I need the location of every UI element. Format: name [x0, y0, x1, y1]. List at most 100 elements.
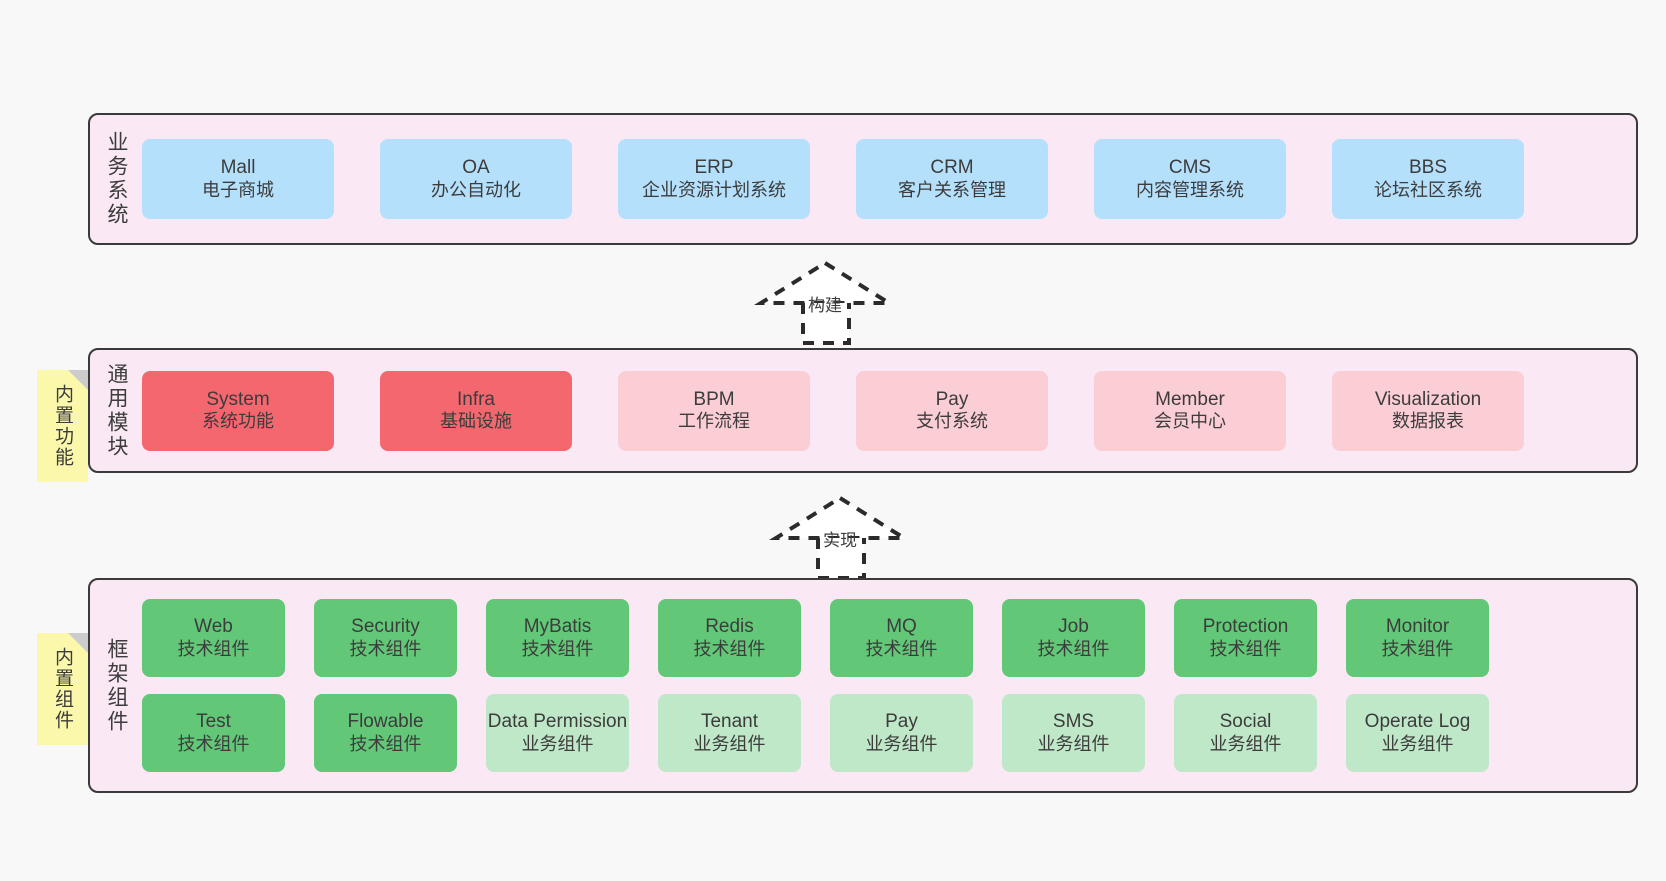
node-web[interactable]: Web 技术组件 [142, 599, 285, 677]
layer-caption-common-modules: 通用模块 [105, 362, 128, 459]
node-subtitle: 技术组件 [1037, 638, 1110, 659]
node-title: System [206, 388, 270, 410]
node-subtitle: 基础设施 [440, 411, 512, 432]
node-title: Pay [885, 711, 918, 733]
node-pay-component[interactable]: Pay 业务组件 [830, 694, 973, 772]
node-subtitle: 电子商城 [202, 179, 274, 200]
node-test[interactable]: Test 技术组件 [142, 694, 285, 772]
node-row: Test 技术组件 Flowable 技术组件 Data Permission … [142, 694, 1618, 772]
layer-body-common-modules: System 系统功能 Infra 基础设施 BPM 工作流程 Pay 支付系统… [142, 350, 1636, 471]
node-cms[interactable]: CMS 内容管理系统 [1094, 139, 1286, 219]
node-subtitle: 业务组件 [865, 733, 938, 754]
arrowhead-triangle-icon [769, 495, 911, 540]
node-bpm[interactable]: BPM 工作流程 [618, 370, 810, 451]
node-tenant[interactable]: Tenant 业务组件 [658, 694, 801, 772]
note-fold-corner-icon [68, 370, 88, 390]
layer-common-modules: 通用模块 System 系统功能 Infra 基础设施 BPM 工作流程 Pay… [88, 348, 1638, 473]
node-subtitle: 系统功能 [202, 411, 274, 432]
node-data-permission[interactable]: Data Permission 业务组件 [486, 694, 629, 772]
node-pay-module[interactable]: Pay 支付系统 [856, 370, 1048, 451]
node-subtitle: 论坛社区系统 [1374, 179, 1482, 200]
node-subtitle: 技术组件 [521, 638, 594, 659]
node-operate-log[interactable]: Operate Log 业务组件 [1346, 694, 1489, 772]
node-title: MyBatis [523, 616, 592, 638]
node-subtitle: 数据报表 [1392, 411, 1464, 432]
node-subtitle: 业务组件 [1381, 733, 1454, 754]
node-subtitle: 办公自动化 [431, 179, 521, 200]
node-subtitle: 会员中心 [1154, 411, 1226, 432]
note-fold-corner-icon [68, 633, 88, 653]
layer-caption-business-systems: 业务系统 [105, 131, 128, 227]
node-mall[interactable]: Mall 电子商城 [142, 139, 334, 219]
node-title: SMS [1052, 711, 1095, 733]
node-title: Social [1219, 711, 1272, 733]
node-title: Infra [456, 388, 496, 410]
node-flowable[interactable]: Flowable 技术组件 [314, 694, 457, 772]
note-builtin-features: 内置功能 [37, 370, 88, 482]
layer-framework-components: 框架组件 Web 技术组件 Security 技术组件 MyBatis 技术组件… [88, 578, 1638, 793]
layer-body-business-systems: Mall 电子商城 OA 办公自动化 ERP 企业资源计划系统 CRM 客户关系… [142, 115, 1636, 243]
node-title: MQ [886, 616, 917, 638]
node-title: CMS [1168, 157, 1212, 179]
node-title: Visualization [1374, 388, 1482, 410]
node-mq[interactable]: MQ 技术组件 [830, 599, 973, 677]
node-title: Protection [1202, 616, 1289, 638]
node-member[interactable]: Member 会员中心 [1094, 370, 1286, 451]
node-infra[interactable]: Infra 基础设施 [380, 370, 572, 451]
node-subtitle: 内容管理系统 [1136, 179, 1244, 200]
node-subtitle: 支付系统 [916, 411, 988, 432]
node-title: BBS [1408, 157, 1448, 179]
layer-body-framework-components: Web 技术组件 Security 技术组件 MyBatis 技术组件 Redi… [142, 580, 1636, 791]
node-title: Mall [220, 157, 256, 179]
note-label: 内置功能 [52, 384, 73, 468]
node-row: Mall 电子商城 OA 办公自动化 ERP 企业资源计划系统 CRM 客户关系… [142, 139, 1618, 219]
node-subtitle: 技术组件 [1209, 638, 1282, 659]
node-mybatis[interactable]: MyBatis 技术组件 [486, 599, 629, 677]
node-bbs[interactable]: BBS 论坛社区系统 [1332, 139, 1524, 219]
node-row: Web 技术组件 Security 技术组件 MyBatis 技术组件 Redi… [142, 599, 1618, 677]
node-system[interactable]: System 系统功能 [142, 370, 334, 451]
node-title: Test [196, 711, 231, 733]
connector-build-arrow: 构建 [754, 258, 900, 348]
node-security[interactable]: Security 技术组件 [314, 599, 457, 677]
node-title: ERP [694, 157, 734, 179]
node-oa[interactable]: OA 办公自动化 [380, 139, 572, 219]
node-subtitle: 企业资源计划系统 [642, 179, 786, 200]
node-title: Flowable [347, 711, 424, 733]
node-job[interactable]: Job 技术组件 [1002, 599, 1145, 677]
node-crm[interactable]: CRM 客户关系管理 [856, 139, 1048, 219]
node-subtitle: 业务组件 [1037, 733, 1110, 754]
connector-label-implement: 实现 [823, 531, 857, 550]
connector-label-build: 构建 [808, 296, 842, 315]
node-visualization[interactable]: Visualization 数据报表 [1332, 370, 1524, 451]
node-protection[interactable]: Protection 技术组件 [1174, 599, 1317, 677]
node-subtitle: 业务组件 [521, 733, 594, 754]
note-builtin-components: 内置组件 [37, 633, 88, 745]
arrowhead-triangle-icon [754, 260, 896, 305]
node-subtitle: 技术组件 [177, 638, 250, 659]
layer-business-systems: 业务系统 Mall 电子商城 OA 办公自动化 ERP 企业资源计划系统 CRM… [88, 113, 1638, 245]
node-row: System 系统功能 Infra 基础设施 BPM 工作流程 Pay 支付系统… [142, 370, 1618, 451]
node-monitor[interactable]: Monitor 技术组件 [1346, 599, 1489, 677]
node-title: Web [194, 616, 233, 638]
connector-implement-arrow: 实现 [769, 493, 915, 583]
node-title: Redis [705, 616, 754, 638]
node-sms[interactable]: SMS 业务组件 [1002, 694, 1145, 772]
node-redis[interactable]: Redis 技术组件 [658, 599, 801, 677]
node-subtitle: 技术组件 [177, 733, 250, 754]
node-title: CRM [930, 157, 974, 179]
node-title: BPM [693, 388, 735, 410]
node-subtitle: 技术组件 [865, 638, 938, 659]
arrow-stem-icon [801, 303, 851, 345]
node-subtitle: 技术组件 [693, 638, 766, 659]
node-subtitle: 工作流程 [678, 411, 750, 432]
node-erp[interactable]: ERP 企业资源计划系统 [618, 139, 810, 219]
note-label: 内置组件 [52, 647, 73, 731]
node-social[interactable]: Social 业务组件 [1174, 694, 1317, 772]
node-subtitle: 技术组件 [349, 733, 422, 754]
node-title: Data Permission [487, 711, 628, 733]
node-subtitle: 业务组件 [693, 733, 766, 754]
node-subtitle: 业务组件 [1209, 733, 1282, 754]
node-subtitle: 技术组件 [1381, 638, 1454, 659]
node-title: Member [1155, 388, 1225, 410]
